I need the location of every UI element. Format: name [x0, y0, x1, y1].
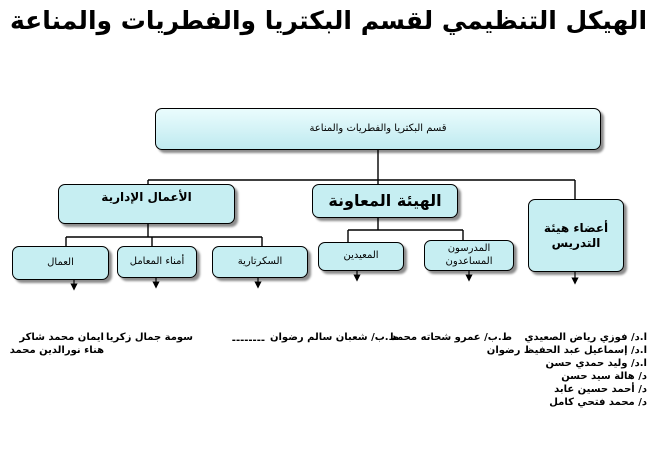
- assistant-lecturers-box: المدرسون المساعدون: [424, 240, 514, 271]
- faculty-name: ا.د/ فوزي رياض الصعيدي: [524, 332, 647, 343]
- admin-work-label: الأعمال الإدارية: [101, 190, 192, 204]
- workers-label: العمال: [47, 256, 74, 268]
- demonstrator-name: ط.ب/ شعبان سالم رضوان: [269, 332, 399, 343]
- assistant-staff-label: الهيئة المعاونة: [328, 191, 442, 210]
- faculty-members-box: أعضاء هيئة التدريس: [528, 199, 624, 272]
- lab-keeper-name: سومة جمال زكريا: [106, 332, 193, 343]
- secretaries-names-list: --------: [232, 334, 265, 347]
- faculty-name: د/ أحمد حسين عابد: [554, 384, 647, 395]
- chart-title: الهيكل التنظيمي لقسم البكتريا والفطريات …: [9, 6, 648, 35]
- demonstrators-label: المعيدين: [343, 250, 379, 262]
- lab-keepers-label: أمناء المعامل: [129, 255, 185, 267]
- faculty-name: ا.د/ إسماعيل عبد الحفيظ رضوان: [486, 345, 647, 356]
- demonstrators-names-list: ط.ب/ شعبان سالم رضوان: [270, 331, 399, 344]
- workers-names-list: ايمان محمد شاكر هناء نورالدين محمد: [10, 331, 104, 357]
- assistant-staff-box: الهيئة المعاونة: [312, 184, 458, 218]
- lab-keepers-box: أمناء المعامل: [117, 246, 197, 278]
- faculty-name: د/ محمد فتحي كامل: [549, 397, 647, 408]
- workers-box: العمال: [12, 246, 109, 280]
- faculty-name: د/ هالة سيد حسن: [561, 371, 647, 382]
- assistant-lecturers-names-list: ط.ب/ عمرو شحاته محمد: [391, 331, 512, 344]
- faculty-name: ا.د/ وليد حمدي حسن: [545, 358, 647, 369]
- root-department-box: قسم البكتريا والفطريات والمناعة: [155, 108, 601, 150]
- worker-name: ايمان محمد شاكر: [19, 332, 104, 343]
- lab-keepers-names-list: سومة جمال زكريا: [106, 331, 193, 344]
- assistant-lecturer-name: ط.ب/ عمرو شحاته محمد: [391, 332, 512, 343]
- secretaries-label: السكرتارية: [237, 255, 283, 267]
- faculty-members-label: أعضاء هيئة التدريس: [543, 220, 609, 250]
- demonstrators-box: المعيدين: [318, 242, 404, 271]
- assistant-lecturers-label: المدرسون المساعدون: [445, 243, 493, 267]
- faculty-names-list: ا.د/ فوزي رياض الصعيدي ا.د/ إسماعيل عبد …: [487, 331, 647, 409]
- admin-work-box: الأعمال الإدارية: [58, 184, 235, 224]
- secretaries-box: السكرتارية: [212, 246, 308, 278]
- worker-name: هناء نورالدين محمد: [9, 345, 104, 356]
- root-department-label: قسم البكتريا والفطريات والمناعة: [309, 122, 447, 134]
- secretary-name: --------: [231, 335, 265, 346]
